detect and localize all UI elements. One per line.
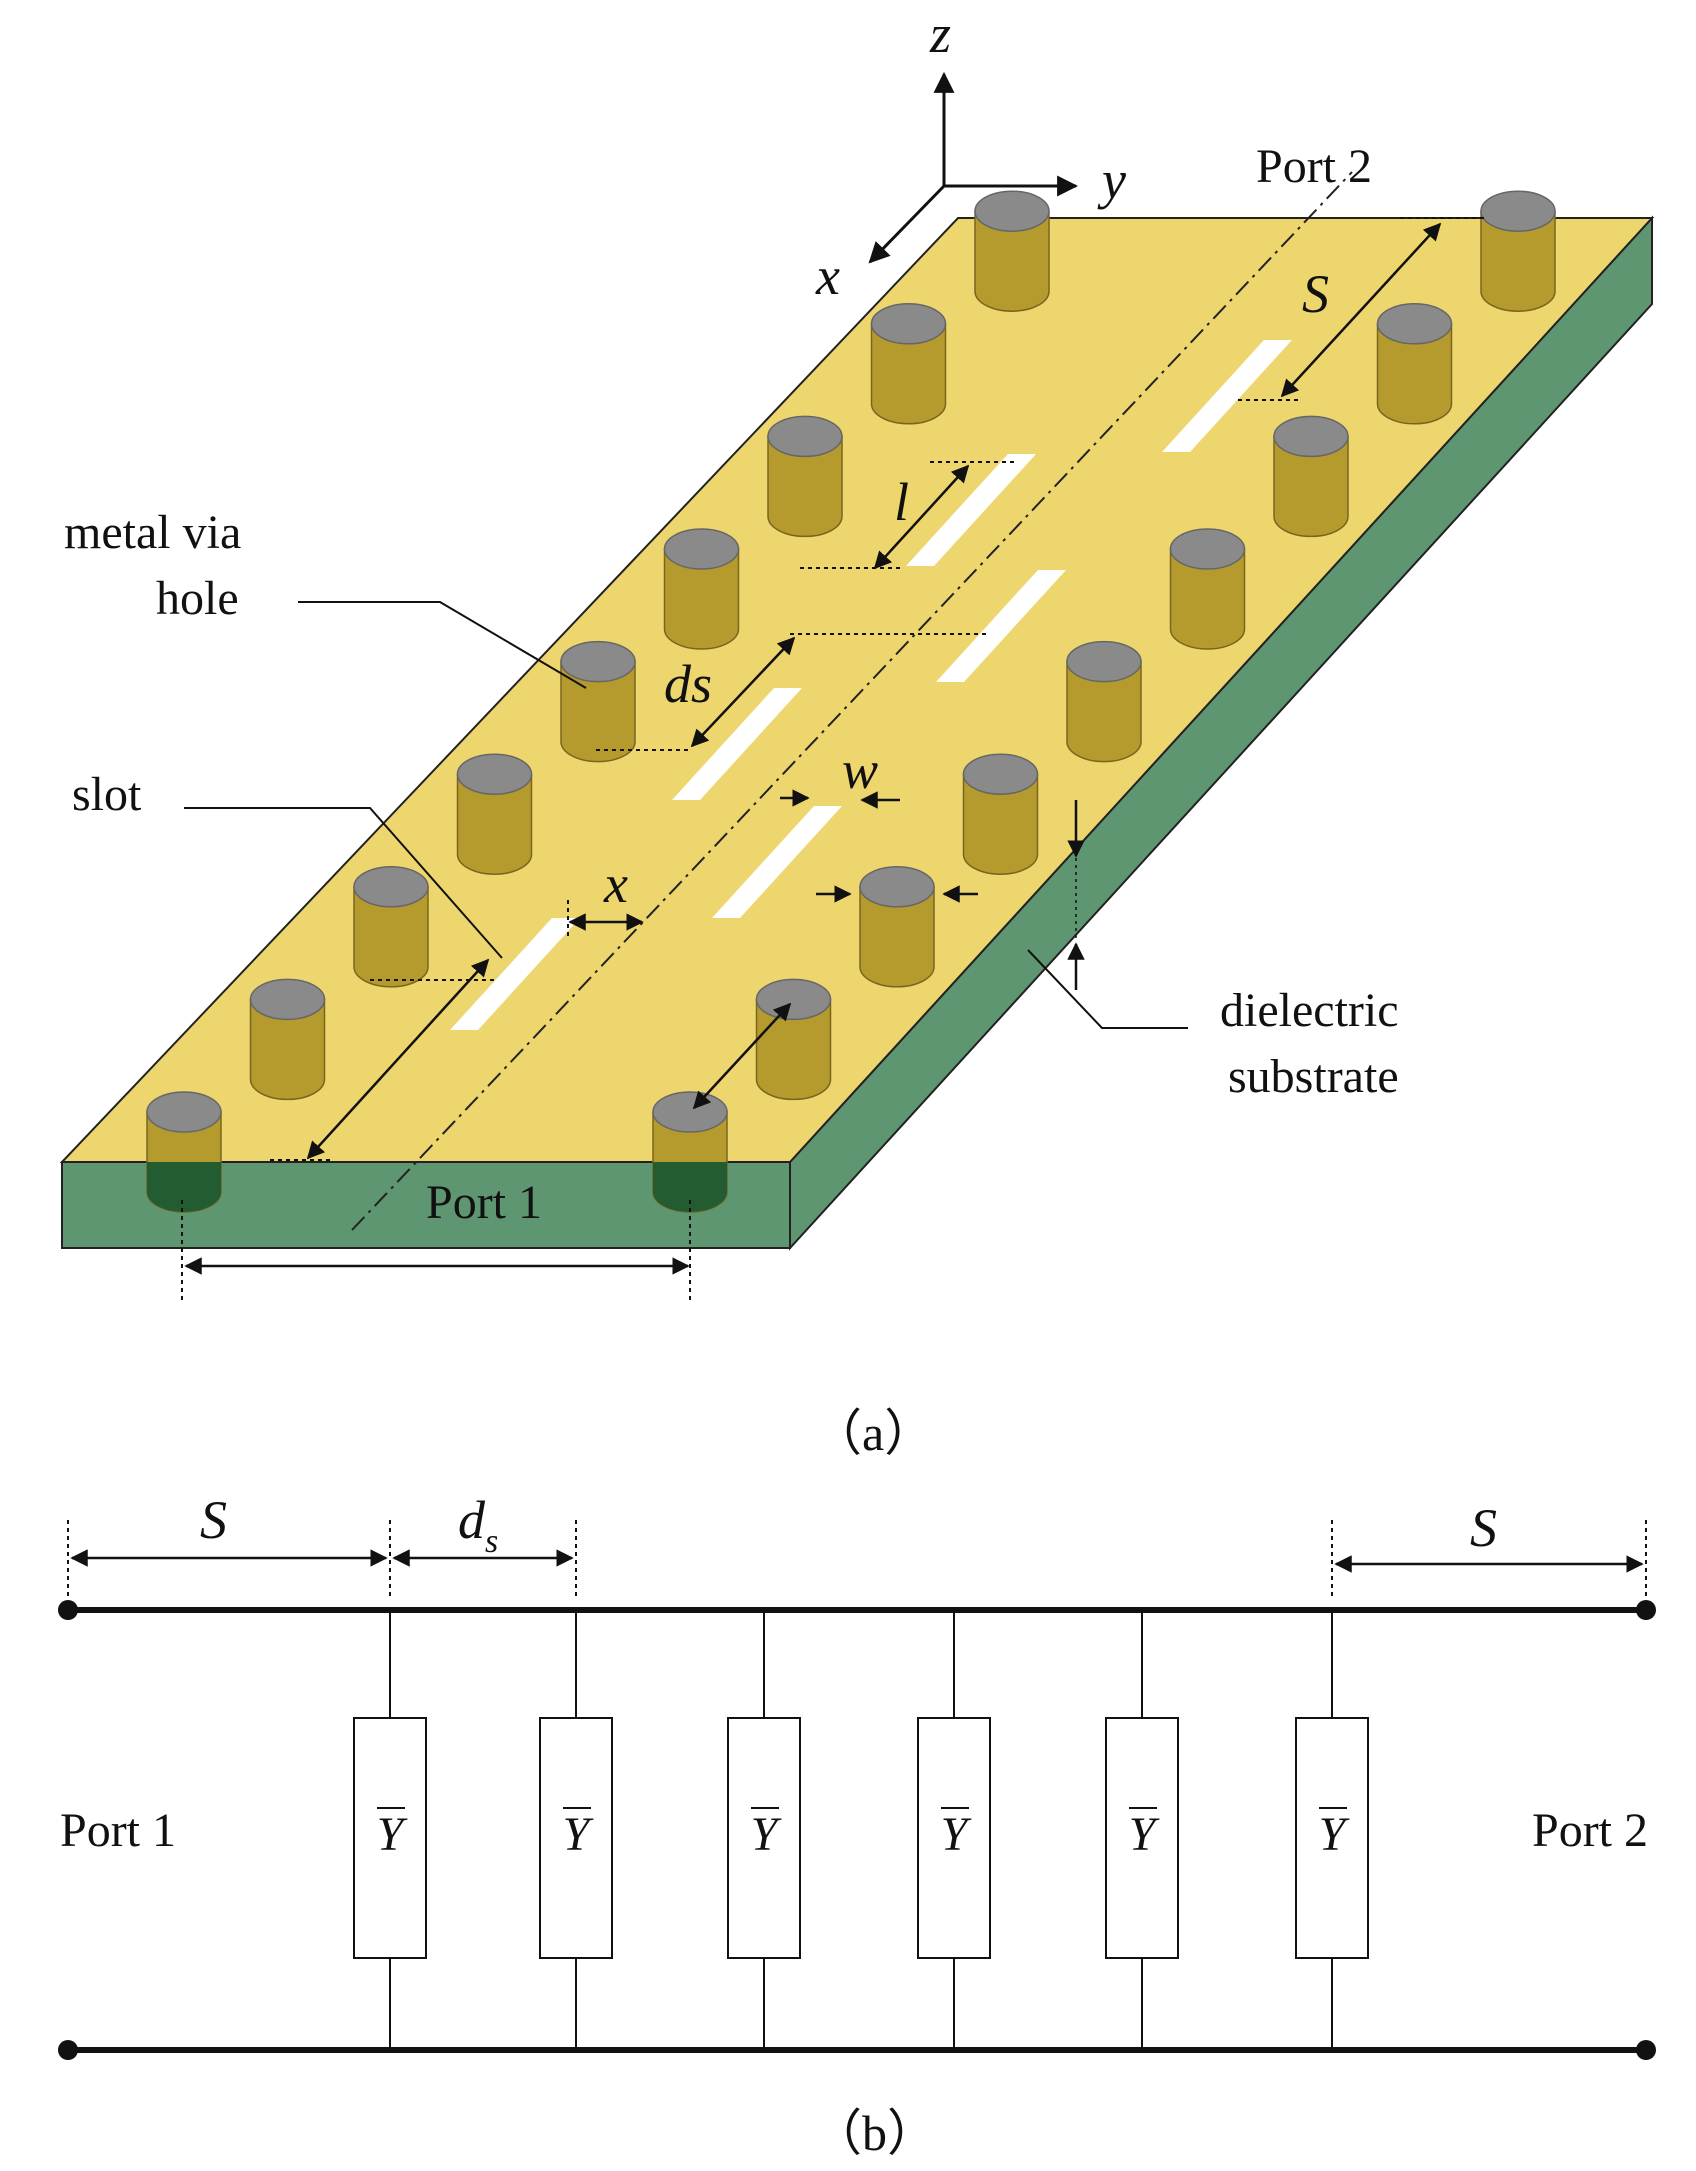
via-hole [560, 640, 636, 763]
terminal-dot [58, 2040, 78, 2060]
terminal-dot [1636, 2040, 1656, 2060]
via-hole [456, 753, 533, 875]
admittance-element: Y [1295, 1610, 1369, 2050]
board-top-face [59, 217, 1655, 1163]
terminal-dot [1636, 1600, 1656, 1620]
admittance-label: Y [377, 1808, 408, 1861]
via-hole [249, 978, 326, 1101]
admittance-label: Y [563, 1808, 594, 1861]
substrate-label-2: substrate [1228, 1050, 1399, 1103]
via-hole [767, 415, 843, 538]
via-hole [1480, 190, 1556, 312]
port2-label: Port 2 [1256, 140, 1372, 193]
dim-ds-b-subscript: s [485, 1523, 498, 1560]
coordinate-axes [868, 71, 1079, 264]
axis-y-label: y [1097, 150, 1126, 210]
via-hole [663, 528, 740, 650]
admittance-label: Y [751, 1808, 782, 1861]
caption-a: （a） [812, 1405, 934, 1461]
via-hole [870, 303, 947, 425]
slot [1162, 340, 1292, 452]
axis-x-label: x [815, 246, 840, 306]
dim-via-spacing-arrow [692, 1002, 792, 1110]
dim-S-top-arrow [1280, 222, 1442, 398]
via-hole [1376, 303, 1453, 425]
metal-via-label: metal via [64, 506, 241, 559]
admittance-element: Y [727, 1610, 801, 2050]
center-line [351, 171, 1353, 1231]
substrate-label: dielectric [1220, 984, 1399, 1037]
port1-label: Port 1 [426, 1176, 542, 1229]
dim-S-left-arrow [306, 958, 490, 1160]
via-hole [755, 978, 832, 1101]
slot-leader [184, 807, 503, 959]
via-hole [1169, 528, 1246, 650]
port2-b-label: Port 2 [1532, 1804, 1648, 1857]
dim-l-arrow [873, 464, 970, 570]
via-hole [974, 190, 1050, 312]
dim-x-label: x [603, 854, 628, 914]
admittance-label: Y [941, 1808, 972, 1861]
dim-l-label: l [894, 472, 909, 532]
admittance-label: Y [1129, 1808, 1160, 1861]
via-hole [1273, 415, 1349, 538]
dim-ds-label: ds [664, 654, 712, 714]
admittance-element: Y [539, 1610, 613, 2050]
via-hole [652, 1091, 728, 1213]
dim-S-right-b-label: S [1470, 1498, 1497, 1558]
admittance-element: Y [1105, 1610, 1179, 2050]
via-holes [146, 190, 1556, 1213]
metal-via-label-2: hole [156, 572, 239, 625]
admittance-label: Y [1319, 1808, 1350, 1861]
slot [712, 806, 842, 918]
via-hole [353, 866, 429, 988]
substrate-leader [1027, 949, 1188, 1029]
dim-ds-b-label: ds [458, 1490, 498, 1560]
via-hole [859, 866, 935, 988]
panel-b: Y Y Y Y Y Y S ds S Port 1 Port 2 （b） [58, 1490, 1656, 2161]
axis-z-label: z [929, 4, 951, 64]
slot-label: slot [72, 768, 142, 821]
via-hole [146, 1091, 222, 1213]
caption-b: （b） [812, 2105, 937, 2161]
via-hole [1066, 640, 1142, 763]
port1-b-label: Port 1 [60, 1804, 176, 1857]
dim-ds-arrow [690, 636, 796, 748]
dim-w-label: w [842, 740, 878, 800]
dim-S-left-b-label: S [200, 1490, 227, 1550]
metal-via-leader [298, 601, 587, 689]
admittance-element: Y [353, 1610, 427, 2050]
panel-a: z y x Port 2 Port 1 S l ds w x metal via… [59, 4, 1655, 1461]
admittance-element: Y [917, 1610, 991, 2050]
slot [936, 570, 1066, 682]
via-hole [962, 753, 1039, 875]
dim-S-top-label: S [1302, 264, 1329, 324]
terminal-dot [58, 1600, 78, 1620]
